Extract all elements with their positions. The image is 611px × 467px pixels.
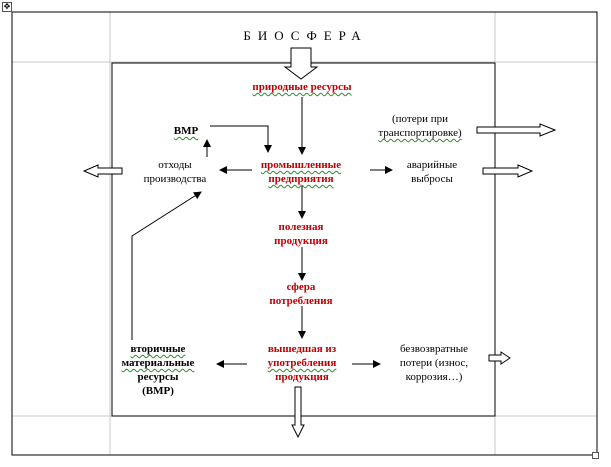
table-move-handle-icon[interactable]: ✥	[2, 2, 12, 12]
flow-arrows	[131, 97, 393, 368]
secondary-resources-line1: вторичные	[130, 343, 186, 355]
useful-products-line2: продукция	[274, 235, 328, 247]
secondary-resources-line3: ресурсы	[137, 371, 179, 383]
production-waste-line1: отходы	[158, 159, 192, 171]
emergency-emissions-label: аварийные выбросы	[392, 158, 472, 186]
consumption-sphere-line1: сфера	[286, 281, 316, 293]
natural-resources-label: природные ресурсы	[252, 81, 352, 93]
industrial-enterprises-line1: промышленные	[260, 159, 342, 171]
out-of-use-line3: продукция	[275, 371, 329, 383]
bmr-top-label: ВМР	[173, 125, 199, 137]
out-of-use-line1: вышедшая из	[267, 343, 337, 355]
irreversible-losses-label: безвозвратные потери (износ, коррозия…)	[388, 342, 480, 384]
irreversible-losses-line3: коррозия…)	[405, 371, 463, 383]
outer-border	[11, 11, 598, 456]
production-waste-line2: производства	[143, 173, 207, 185]
transport-losses-label: (потери при транспортировке)	[365, 112, 475, 140]
secondary-resources-line4: (ВМР)	[142, 385, 174, 397]
irreversible-losses-line1: безвозвратные	[399, 343, 469, 355]
consumption-sphere-line2: потребления	[269, 295, 333, 307]
transport-losses-line2: транспортировке)	[378, 127, 462, 139]
table-resize-handle-icon[interactable]	[592, 452, 599, 459]
transport-losses-line1: (потери при	[391, 113, 448, 125]
emergency-emissions-line1: аварийные	[406, 159, 458, 171]
out-of-use-products-label: вышедшая из употребления продукция	[248, 342, 356, 384]
page-title: БИОСФЕРА	[243, 28, 368, 43]
irreversible-losses-line2: потери (износ,	[399, 357, 469, 369]
hollow-output-arrows	[82, 123, 557, 439]
industrial-enterprises-label: промышленные предприятия	[245, 158, 357, 186]
emergency-emissions-line2: выбросы	[411, 173, 453, 185]
out-of-use-line2: употребления	[267, 357, 337, 369]
useful-products-label: полезная продукция	[256, 220, 346, 248]
consumption-sphere-label: сфера потребления	[256, 280, 346, 308]
industrial-enterprises-line2: предприятия	[268, 173, 334, 185]
input-hollow-arrow	[283, 47, 319, 80]
production-waste-label: отходы производства	[130, 158, 220, 186]
secondary-resources-line2: материальные	[121, 357, 195, 369]
secondary-resources-label: вторичные материальные ресурсы (ВМР)	[106, 342, 210, 398]
useful-products-line1: полезная	[278, 221, 324, 233]
